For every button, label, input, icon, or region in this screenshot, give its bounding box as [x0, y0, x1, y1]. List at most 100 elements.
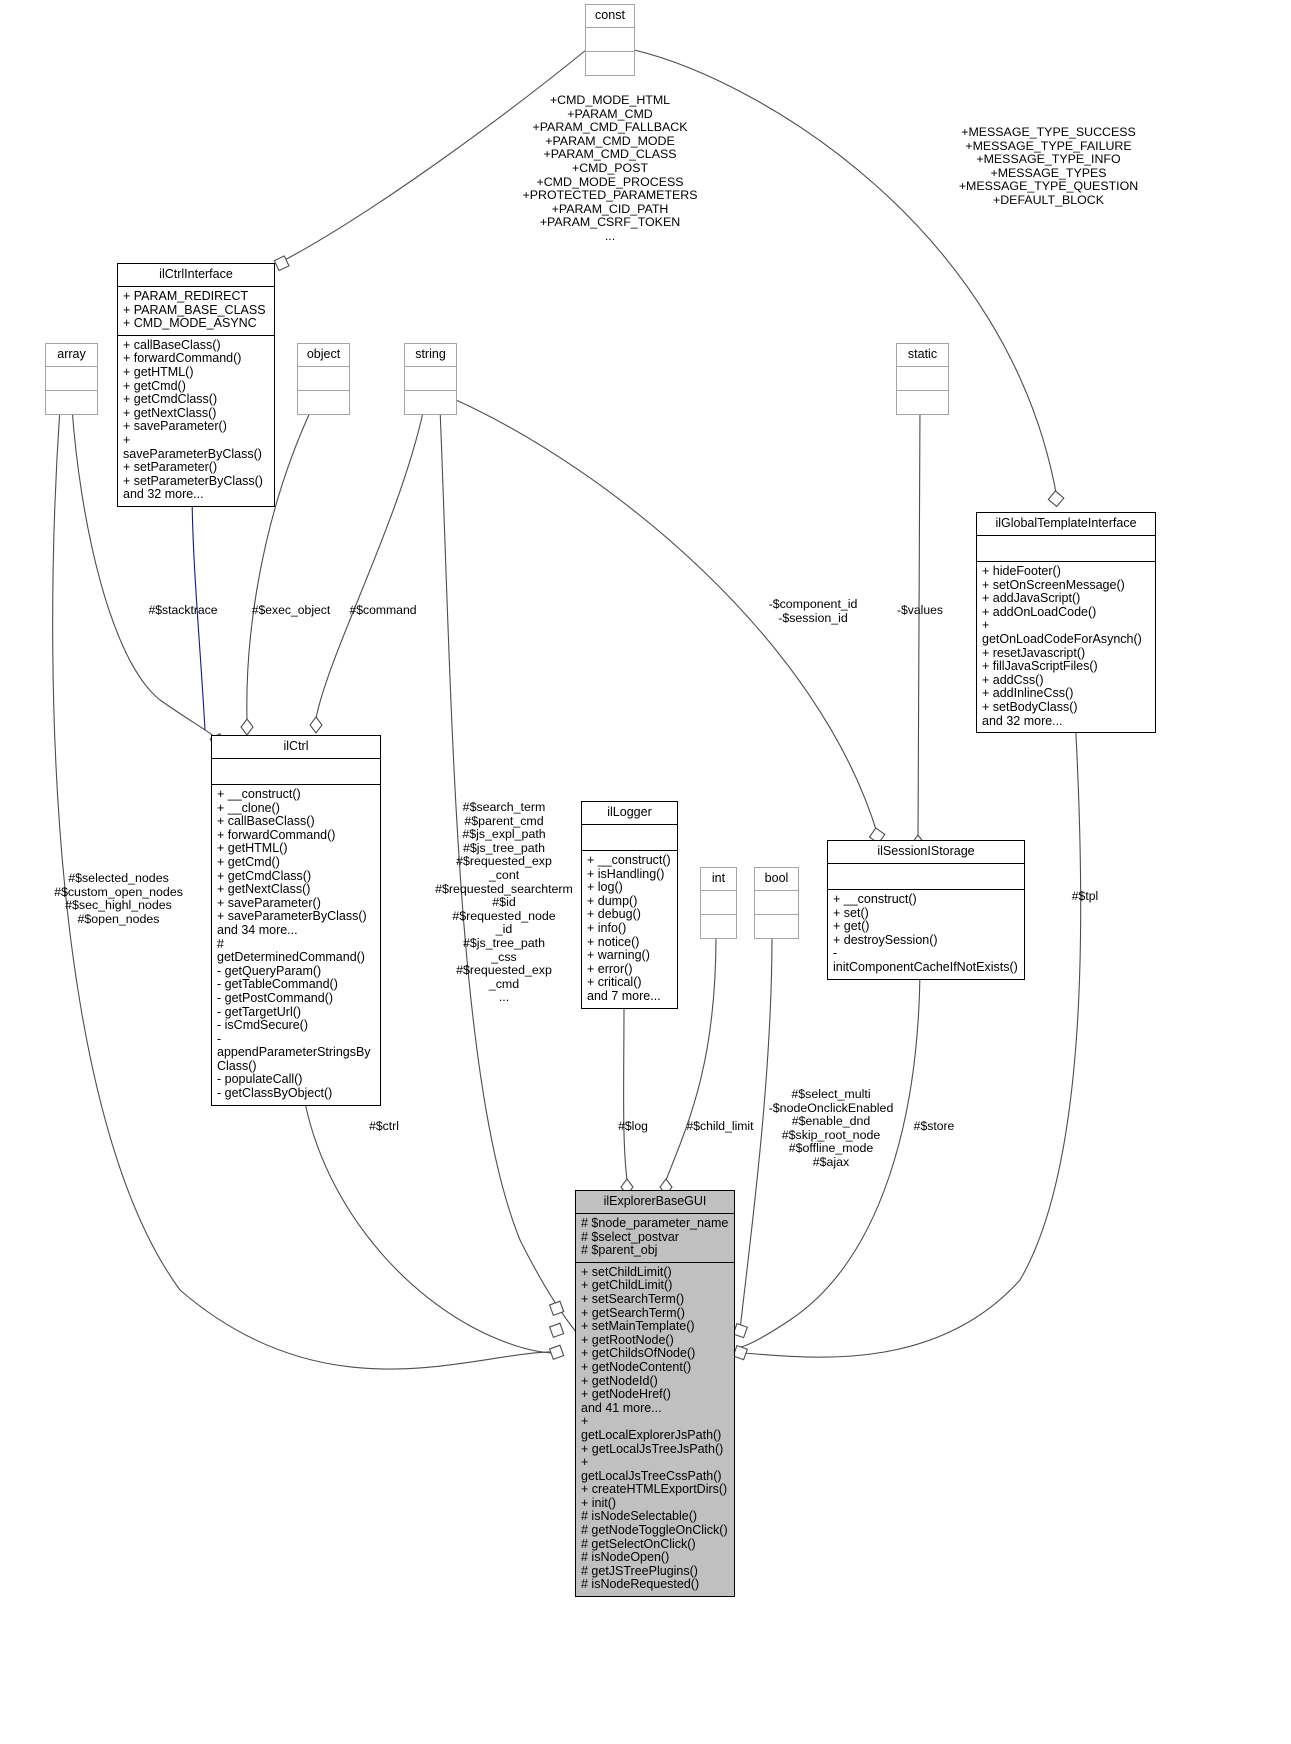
edge-label-component-session: -$component_id -$session_id: [768, 597, 858, 625]
methods-compartment: [46, 391, 97, 414]
class-member: - getClassByObject(): [217, 1086, 333, 1101]
class-member: + resetJavascript(): [982, 645, 1086, 660]
class-box-ilglobaltemplateinterface[interactable]: ilGlobalTemplateInterface + hideFooter()…: [976, 512, 1156, 734]
class-title: const: [595, 8, 625, 22]
class-member: + getCmd(): [123, 378, 186, 393]
class-member: - appendParameterStringsBy Class(): [217, 1031, 371, 1073]
class-member: - getPostCommand(): [217, 990, 334, 1005]
class-member: + saveParameterByClass(): [217, 909, 367, 924]
class-title: ilExplorerBaseGUI: [576, 1191, 734, 1213]
class-member: + getChildsOfNode(): [581, 1346, 696, 1361]
class-member: # $node_parameter_name: [581, 1216, 729, 1230]
class-title: static: [907, 347, 938, 361]
methods-compartment: [405, 391, 456, 414]
class-member: + callBaseClass(): [123, 337, 221, 352]
divider: [118, 286, 274, 287]
edge-label-command: #$command: [349, 603, 417, 617]
class-box-array[interactable]: array: [45, 343, 98, 415]
class-member: - isCmdSecure(): [217, 1018, 308, 1033]
class-member: - getTargetUrl(): [217, 1004, 302, 1019]
class-member: + addOnLoadCode(): [982, 604, 1097, 619]
attributes-compartment: [582, 825, 677, 850]
class-member: + addCss(): [982, 672, 1044, 687]
class-member: # $parent_obj: [581, 1243, 658, 1258]
class-member: + error(): [587, 961, 633, 976]
divider: [46, 366, 97, 367]
class-member: # getNodeToggleOnClick(): [581, 1523, 728, 1538]
class-member: + init(): [581, 1495, 617, 1510]
methods-compartment: [897, 391, 948, 414]
class-member: + setMainTemplate(): [581, 1319, 695, 1334]
class-box-ilctrl[interactable]: ilCtrl + __construct()+ __clone()+ callB…: [211, 735, 381, 1106]
edge-label-const-ctrlinterface: +CMD_MODE_HTML +PARAM_CMD +PARAM_CMD_FAL…: [522, 93, 698, 243]
edge-label-stacktrace: #$stacktrace: [148, 603, 218, 617]
edge-label-select-multi: #$select_multi -$nodeOnclickEnabled #$en…: [768, 1087, 894, 1169]
class-member: + notice(): [587, 934, 640, 949]
class-member: + forwardCommand(): [217, 827, 336, 842]
divider: [576, 1261, 734, 1263]
class-box-ilctrlinterface[interactable]: ilCtrlInterface + PARAM_REDIRECT+ PARAM_…: [117, 263, 275, 507]
divider: [576, 1213, 734, 1214]
divider: [755, 890, 798, 891]
class-member: - getTableCommand(): [217, 977, 338, 992]
class-member: + dump(): [587, 893, 638, 908]
class-member: # getDeterminedCommand(): [217, 936, 365, 965]
class-member: # getSelectOnClick(): [581, 1536, 696, 1551]
class-title: ilCtrl: [283, 739, 309, 753]
class-member: + debug(): [587, 907, 641, 922]
divider: [46, 390, 97, 391]
class-member: + get(): [833, 919, 870, 934]
class-box-ilsessionistorage[interactable]: ilSessionIStorage + __construct()+ set()…: [827, 840, 1025, 980]
class-box-illogger[interactable]: ilLogger + __construct()+ isHandling()+ …: [581, 801, 678, 1009]
class-member: + setSearchTerm(): [581, 1291, 685, 1306]
class-box-object[interactable]: object: [297, 343, 350, 415]
class-title: array: [57, 347, 86, 361]
class-title: bool: [764, 871, 789, 885]
methods-compartment: + setChildLimit()+ getChildLimit()+ setS…: [576, 1263, 734, 1596]
attributes-compartment: [977, 536, 1155, 561]
class-member: + __clone(): [217, 800, 280, 815]
class-member: + getSearchTerm(): [581, 1305, 685, 1320]
class-member: + getNodeContent(): [581, 1359, 692, 1374]
class-box-int[interactable]: int: [700, 867, 737, 939]
edge-label-tpl: #$tpl: [1071, 889, 1099, 903]
divider: [298, 366, 349, 367]
class-member: + callBaseClass(): [217, 814, 315, 829]
edge-label-ctrl: #$ctrl: [369, 1119, 399, 1133]
class-member: + PARAM_REDIRECT: [123, 289, 249, 303]
class-box-const[interactable]: const: [585, 4, 635, 76]
methods-compartment: + __construct()+ __clone()+ callBaseClas…: [212, 785, 380, 1105]
class-box-bool[interactable]: bool: [754, 867, 799, 939]
class-member: + getLocalJsTreeJsPath(): [581, 1441, 724, 1456]
class-member: + getHTML(): [123, 364, 194, 379]
divider: [586, 51, 634, 52]
divider: [977, 561, 1155, 562]
class-member: + setChildLimit(): [581, 1264, 672, 1279]
class-box-string[interactable]: string: [404, 343, 457, 415]
divider: [298, 390, 349, 391]
class-member: + getNextClass(): [123, 405, 217, 420]
class-member: + PARAM_BASE_CLASS: [123, 302, 266, 317]
divider: [212, 758, 380, 759]
attributes-compartment: [212, 759, 380, 784]
class-box-ilexplorerbasegui[interactable]: ilExplorerBaseGUI # $node_parameter_name…: [575, 1190, 735, 1598]
edge-label-explorer-strings: #$search_term #$parent_cmd #$js_expl_pat…: [435, 800, 573, 1005]
class-member: + critical(): [587, 975, 642, 990]
class-member: + __construct(): [833, 892, 917, 906]
class-member: + getChildLimit(): [581, 1278, 673, 1293]
methods-compartment: [586, 52, 634, 75]
class-title: ilLogger: [607, 805, 652, 819]
class-box-static[interactable]: static: [896, 343, 949, 415]
class-member: + getCmdClass(): [123, 392, 218, 407]
class-member: + warning(): [587, 948, 650, 963]
divider: [405, 390, 456, 391]
class-member: + getLocalExplorerJsPath(): [581, 1414, 722, 1442]
class-title: ilSessionIStorage: [877, 844, 975, 858]
class-member: + setParameter(): [123, 460, 218, 475]
class-member: + destroySession(): [833, 932, 938, 947]
class-member: + fillJavaScriptFiles(): [982, 659, 1098, 674]
class-member: + isHandling(): [587, 866, 665, 881]
attributes-compartment: [405, 367, 456, 390]
divider: [897, 390, 948, 391]
class-member: and 41 more...: [581, 1400, 662, 1415]
